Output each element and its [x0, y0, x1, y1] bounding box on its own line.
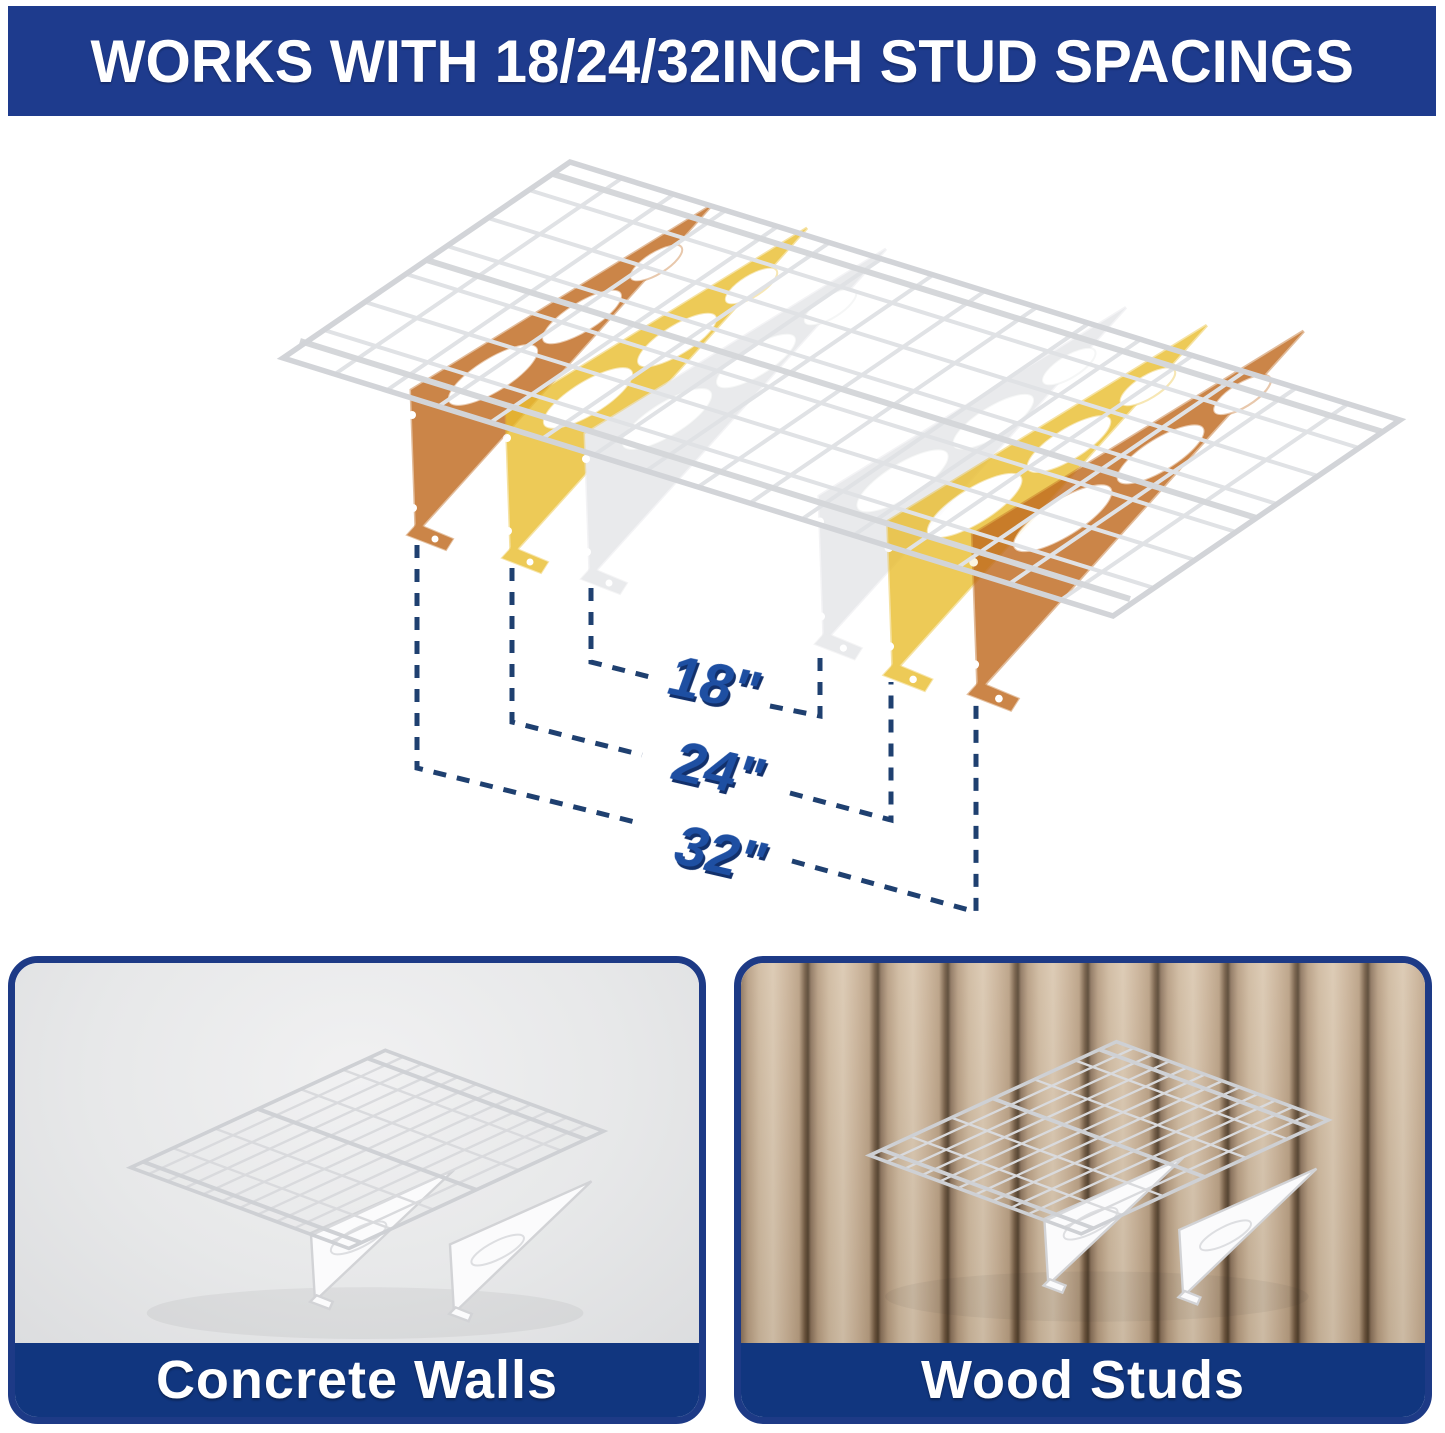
- panel-wood-studs: Wood Studs: [734, 956, 1432, 1424]
- measurement-label-18: 18": [659, 644, 769, 723]
- shelf-on-concrete-icon: [15, 963, 699, 1343]
- wire-shelf-icon: [276, 158, 1407, 620]
- wood-stud-wall-image: [741, 963, 1425, 1343]
- caption-concrete-walls: Concrete Walls: [155, 1350, 559, 1410]
- dimension-line-32: [414, 545, 979, 916]
- caption-band-concrete: Concrete Walls: [15, 1343, 699, 1417]
- header-banner: WORKS WITH 18/24/32INCH STUD SPACINGS: [8, 6, 1436, 116]
- banner-title: WORKS WITH 18/24/32INCH STUD SPACINGS: [90, 27, 1354, 95]
- dimension-line-18: [588, 588, 823, 720]
- shelf-on-wood-icon: [741, 963, 1425, 1343]
- measurement-label-32: 32": [665, 814, 776, 894]
- measurement-label-24: 24": [663, 730, 774, 810]
- panel-concrete-walls: Concrete Walls: [8, 956, 706, 1424]
- caption-band-wood: Wood Studs: [741, 1343, 1425, 1417]
- stud-spacing-diagram: 18" 24" 32": [276, 158, 1407, 916]
- caption-wood-studs: Wood Studs: [921, 1350, 1245, 1410]
- concrete-wall-image: [15, 963, 699, 1343]
- wall-type-panels: Concrete Walls Wood Studs: [8, 956, 1432, 1424]
- dimension-line-24: [509, 568, 894, 824]
